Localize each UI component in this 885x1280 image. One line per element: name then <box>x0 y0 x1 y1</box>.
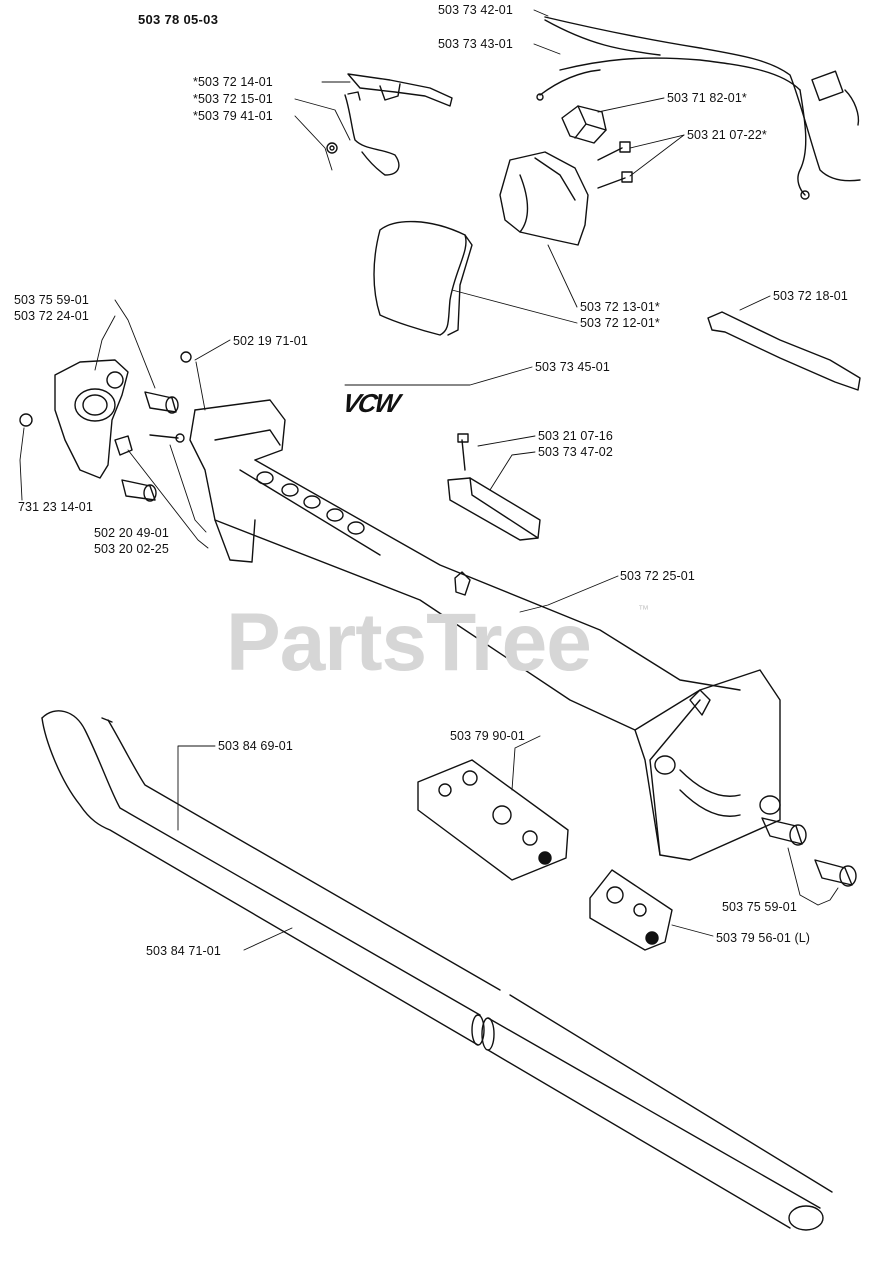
part-label: 503 72 12-01* <box>580 316 660 330</box>
part-label: 503 73 47-02 <box>538 445 613 459</box>
drive-tubes <box>41 710 833 1231</box>
part-label: 503 73 42-01 <box>438 3 513 17</box>
part-label: 503 73 43-01 <box>438 37 513 51</box>
diagram-title: 503 78 05-03 <box>138 12 219 27</box>
leader-lines <box>19 9 839 951</box>
part-label: 503 75 59-01 <box>722 900 797 914</box>
watermark-trademark: ™ <box>638 604 649 616</box>
part-label: 503 73 45-01 <box>535 360 610 374</box>
part-label: 503 21 07-22* <box>687 128 767 142</box>
part-label: 503 20 02-25 <box>94 542 169 556</box>
part-label: 503 84 71-01 <box>146 944 221 958</box>
part-label: *503 72 14-01 <box>193 75 273 89</box>
part-label: 502 19 71-01 <box>233 334 308 348</box>
bracket-part <box>447 477 541 541</box>
clamp-bracket <box>54 359 133 479</box>
part-label: 503 72 18-01 <box>773 289 848 303</box>
part-label: 503 72 25-01 <box>620 569 695 583</box>
part-label: *503 79 41-01 <box>193 109 273 123</box>
strip-part <box>707 311 861 391</box>
part-label: 503 21 07-16 <box>538 429 613 443</box>
part-label: 503 79 56-01 (L) <box>716 931 811 945</box>
part-label: *503 72 15-01 <box>193 92 273 106</box>
part-label: 503 72 13-01* <box>580 300 660 314</box>
part-label: 503 72 24-01 <box>14 309 89 323</box>
engine-cover <box>373 151 589 336</box>
switch <box>561 105 607 144</box>
part-label: 502 20 49-01 <box>94 526 169 540</box>
screws <box>19 141 633 471</box>
part-label: 731 23 14-01 <box>18 500 93 514</box>
throttle-parts <box>326 73 453 176</box>
decals <box>417 759 673 951</box>
main-housing <box>189 399 781 861</box>
part-label: 503 71 82-01* <box>667 91 747 105</box>
vcw-logo: VCW <box>339 388 401 418</box>
part-label: 503 84 69-01 <box>218 739 293 753</box>
part-label: 503 75 59-01 <box>14 293 89 307</box>
part-label: 503 79 90-01 <box>450 729 525 743</box>
wiring-harness <box>536 16 861 200</box>
dampers <box>121 391 857 887</box>
